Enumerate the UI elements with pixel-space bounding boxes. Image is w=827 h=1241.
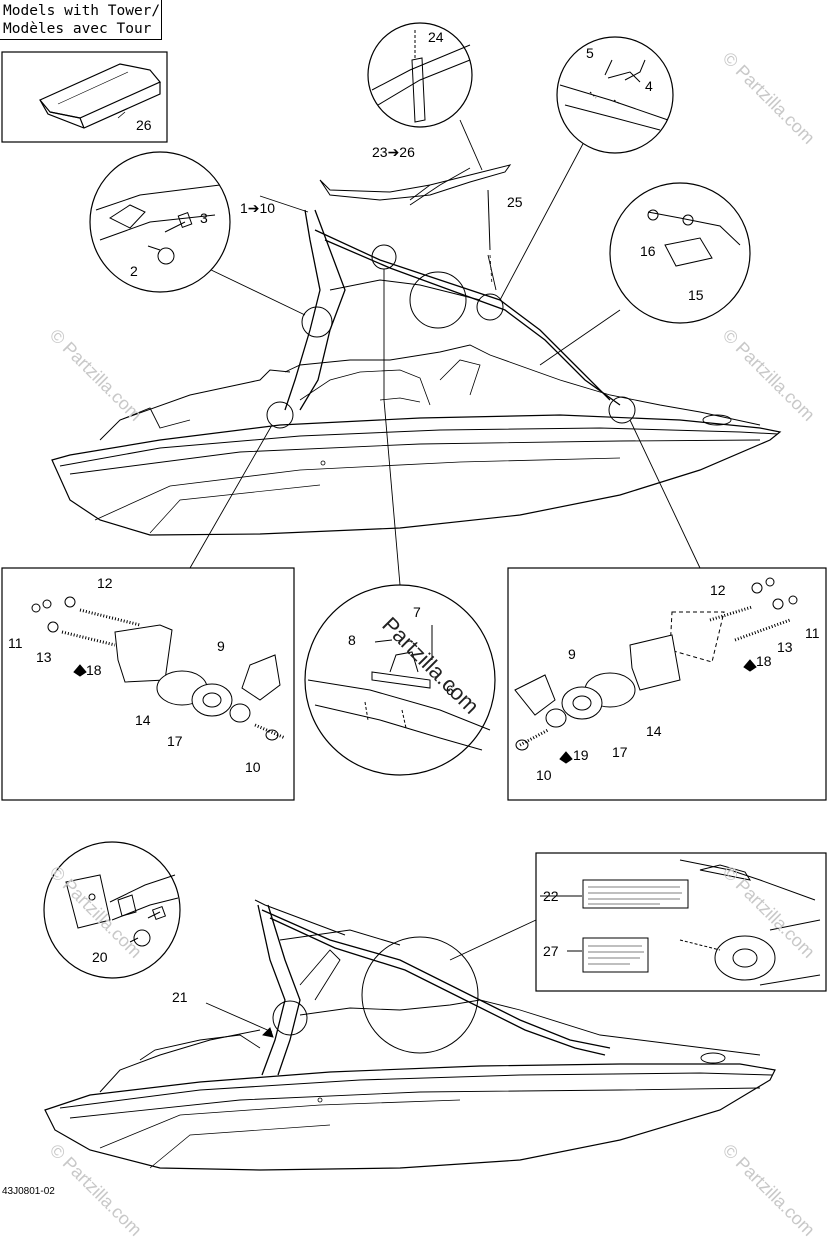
- leader-lines-small: [259, 195, 309, 213]
- callout-1-10: 1➔10: [240, 200, 275, 216]
- callout-10-right: 10: [536, 767, 552, 783]
- label-panel-parts: [540, 859, 821, 986]
- detail-4-5-parts: [559, 59, 669, 131]
- callout-16: 16: [640, 243, 656, 259]
- callout-8: 8: [348, 632, 356, 648]
- callout-4: 4: [645, 78, 653, 94]
- leader-lines-top: [189, 119, 701, 586]
- callout-14-left: 14: [135, 712, 151, 728]
- callout-26-cushion: 26: [136, 117, 152, 133]
- callout-6: 6: [446, 682, 454, 698]
- callout-9-left: 9: [217, 638, 225, 654]
- callout-13-left: 13: [36, 649, 52, 665]
- callout-12-left: 12: [97, 575, 113, 591]
- callout-21: 21: [172, 989, 188, 1005]
- detail-6-7-8-parts: [307, 625, 491, 751]
- title-line-2: Modèles avec Tour: [3, 21, 152, 37]
- top-detail-circle-d: [476, 293, 504, 321]
- detail-circle-20: [43, 841, 181, 979]
- detail-24-parts: [371, 30, 471, 123]
- callout-11-left: 11: [8, 635, 23, 651]
- right-hardware-panel: [507, 567, 827, 801]
- callout-13-right: 13: [777, 639, 793, 655]
- top-detail-circle-c: [409, 271, 467, 329]
- detail-circle-24: [367, 22, 473, 128]
- callout-labels: 26 24 5 4 23➔26 25 1➔10 3 2 16 15 12 11 …: [8, 29, 820, 1005]
- seat-cushion-part: [39, 63, 161, 129]
- diagram-svg: 26 24 5 4 23➔26 25 1➔10 3 2 16 15 12 11 …: [1, 22, 827, 1171]
- callout-17-right: 17: [612, 744, 628, 760]
- bottom-detail-circle-a: [272, 1000, 308, 1036]
- top-tower-frame: [284, 164, 621, 411]
- callout-5: 5: [586, 45, 594, 61]
- models-title-box: Models with Tower/ Modèles avec Tour: [0, 0, 162, 40]
- leader-lines-bottom: [205, 919, 537, 1038]
- top-detail-circle-a: [301, 306, 333, 338]
- title-line-1: Models with Tower/: [3, 3, 161, 19]
- right-hardware-parts: [514, 577, 798, 764]
- detail-circle-4-5: [556, 36, 674, 154]
- callout-11-right: 11: [805, 625, 820, 641]
- detail-circle-15-16: [609, 182, 751, 324]
- callout-17-left: 17: [167, 733, 183, 749]
- knob-detail-circle: [89, 151, 231, 293]
- top-detail-circle-e: [266, 401, 294, 429]
- detail-15-16-parts: [647, 209, 741, 267]
- callout-2: 2: [130, 263, 138, 279]
- callout-12-right: 12: [710, 582, 726, 598]
- callout-24: 24: [428, 29, 444, 45]
- callout-9-right: 9: [568, 646, 576, 662]
- callout-18-right: 18: [756, 653, 772, 669]
- callout-3: 3: [200, 210, 208, 226]
- detail-circle-6-7-8: [304, 584, 496, 776]
- callout-27: 27: [543, 943, 559, 959]
- callout-15: 15: [688, 287, 704, 303]
- callout-7: 7: [413, 604, 421, 620]
- callout-14-right: 14: [646, 723, 662, 739]
- callout-23-26: 23➔26: [372, 144, 415, 160]
- top-detail-circle-f: [608, 396, 636, 424]
- bottom-detail-circle-b: [361, 936, 479, 1054]
- bottom-tower-frame: [254, 899, 611, 1076]
- callout-18-left: 18: [86, 662, 102, 678]
- callout-19: 19: [573, 747, 589, 763]
- callout-10-left: 10: [245, 759, 261, 775]
- knob-detail-parts: [95, 184, 221, 265]
- bottom-boat-hull: [44, 999, 776, 1171]
- callout-20: 20: [92, 949, 108, 965]
- callout-25: 25: [507, 194, 523, 210]
- top-boat-hull: [51, 344, 782, 536]
- callout-22: 22: [543, 888, 559, 904]
- footer-code: 43J0801-02: [2, 1186, 55, 1197]
- left-hardware-parts: [31, 596, 286, 741]
- detail-20-parts: [65, 874, 179, 947]
